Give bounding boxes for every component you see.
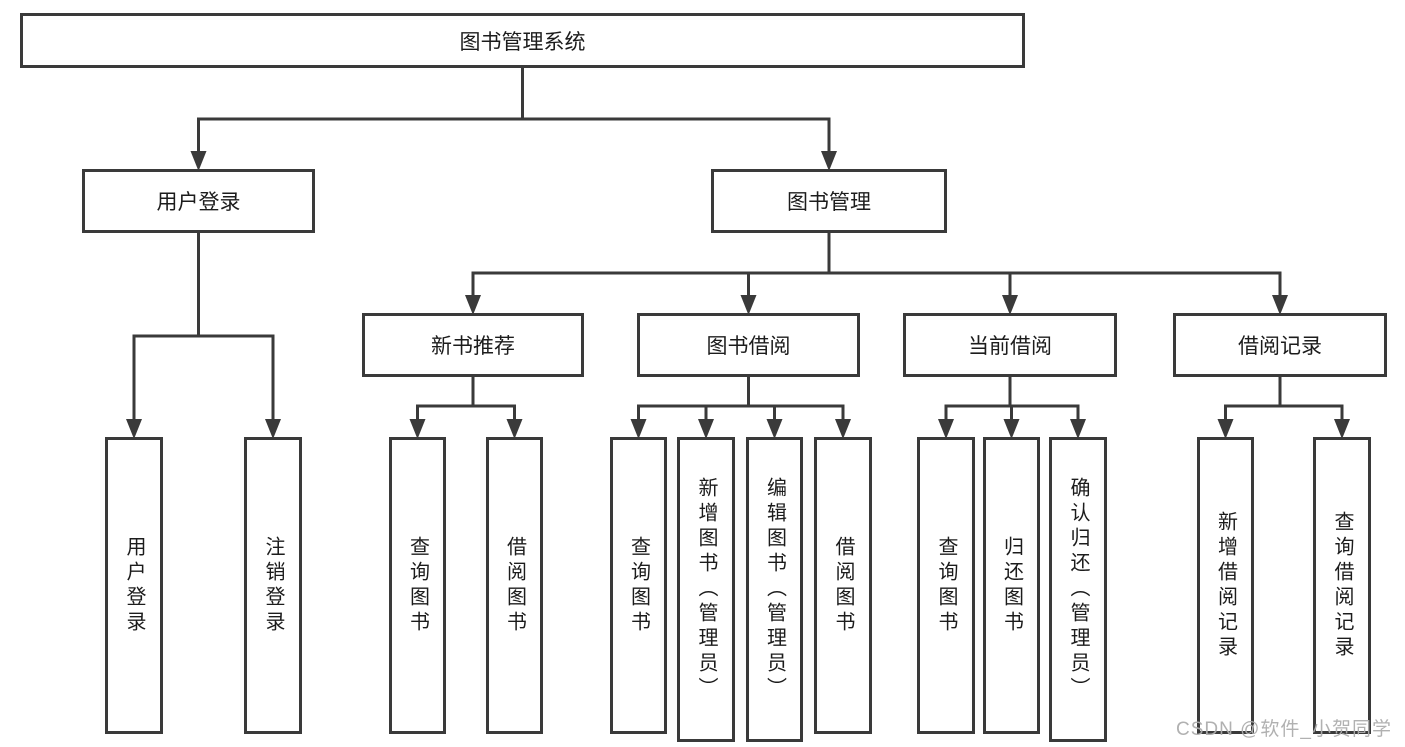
arrow-down-icon bbox=[821, 151, 837, 171]
node-label: 归还图书 bbox=[1000, 535, 1023, 636]
node-bb-add: 新增图书（管理员） bbox=[677, 437, 735, 742]
node-new-books: 新书推荐 bbox=[362, 313, 584, 377]
arrow-down-icon bbox=[938, 419, 954, 439]
node-label: 新书推荐 bbox=[431, 335, 515, 358]
arrow-down-icon bbox=[1272, 295, 1288, 315]
arrow-down-icon bbox=[126, 419, 142, 439]
node-label: 查询图书 bbox=[935, 535, 957, 636]
node-login: 用户登录 bbox=[105, 437, 163, 734]
arrow-down-icon bbox=[835, 419, 851, 439]
node-cb-return: 归还图书 bbox=[983, 437, 1040, 734]
node-book-mgmt: 图书管理 bbox=[711, 169, 947, 233]
node-br-add: 新增借阅记录 bbox=[1197, 437, 1254, 734]
node-cb-confirm: 确认归还（管理员） bbox=[1049, 437, 1107, 742]
node-label: 用户登录 bbox=[156, 191, 241, 214]
node-label: 借阅记录 bbox=[1238, 335, 1322, 358]
node-label: 确认归还（管理员） bbox=[1067, 477, 1089, 702]
node-logout: 注销登录 bbox=[244, 437, 302, 734]
node-br-query: 查询借阅记录 bbox=[1313, 437, 1371, 734]
arrow-down-icon bbox=[1002, 295, 1018, 315]
node-label: 查询借阅记录 bbox=[1331, 510, 1353, 661]
arrow-down-icon bbox=[1003, 419, 1020, 439]
node-label: 查询图书 bbox=[406, 535, 429, 636]
node-label: 用户登录 bbox=[123, 535, 145, 636]
arrow-down-icon bbox=[1070, 419, 1086, 439]
node-bb-query: 查询图书 bbox=[610, 437, 667, 734]
watermark: CSDN @软件_小贺同学 bbox=[1176, 719, 1392, 740]
node-label: 新增图书（管理员） bbox=[695, 477, 717, 702]
node-nb-borrow: 借阅图书 bbox=[486, 437, 543, 734]
node-label: 查询图书 bbox=[627, 535, 650, 636]
arrow-down-icon bbox=[265, 419, 281, 439]
node-label: 借阅图书 bbox=[832, 535, 854, 636]
node-label: 当前借阅 bbox=[968, 335, 1052, 358]
arrow-down-icon bbox=[630, 419, 647, 439]
node-label: 借阅图书 bbox=[503, 535, 526, 636]
node-nb-query: 查询图书 bbox=[389, 437, 446, 734]
arrow-down-icon bbox=[409, 419, 426, 439]
node-book-borrow: 图书借阅 bbox=[637, 313, 860, 377]
arrow-down-icon bbox=[1217, 419, 1234, 439]
node-label: 图书管理 bbox=[787, 191, 871, 214]
arrow-down-icon bbox=[766, 419, 783, 439]
node-user-login: 用户登录 bbox=[82, 169, 315, 233]
node-label: 图书管理系统 bbox=[459, 30, 586, 54]
arrow-down-icon bbox=[190, 151, 207, 171]
node-cb-query: 查询图书 bbox=[917, 437, 975, 734]
node-borrow-records: 借阅记录 bbox=[1173, 313, 1387, 377]
arrow-down-icon bbox=[506, 419, 523, 439]
node-label: 编辑图书（管理员） bbox=[763, 477, 786, 702]
arrow-down-icon bbox=[465, 295, 481, 315]
arrow-down-icon bbox=[1334, 419, 1350, 439]
arrow-down-icon bbox=[740, 295, 757, 315]
node-system: 图书管理系统 bbox=[20, 13, 1025, 68]
node-label: 新增借阅记录 bbox=[1214, 510, 1237, 661]
node-label: 注销登录 bbox=[262, 535, 284, 636]
node-current-borrow: 当前借阅 bbox=[903, 313, 1117, 377]
arrow-down-icon bbox=[698, 419, 714, 439]
node-bb-borrow: 借阅图书 bbox=[814, 437, 872, 734]
node-label: 图书借阅 bbox=[706, 335, 791, 358]
node-bb-edit: 编辑图书（管理员） bbox=[746, 437, 803, 742]
